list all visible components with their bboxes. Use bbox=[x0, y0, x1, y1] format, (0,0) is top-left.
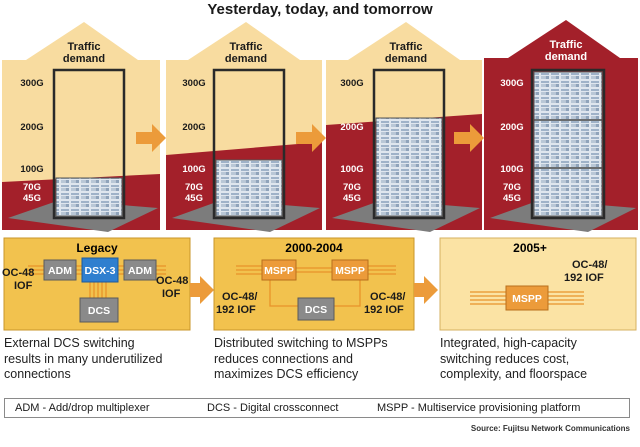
tick-label: 100G bbox=[340, 164, 363, 175]
oc-label: IOF bbox=[162, 288, 181, 300]
stage-4 bbox=[484, 20, 638, 232]
tick-label: 45G bbox=[23, 193, 41, 204]
description-2005-plus: Integrated, high-capacity switching redu… bbox=[440, 336, 636, 383]
arrow-label: Traffic bbox=[549, 39, 582, 51]
stage-1 bbox=[2, 22, 160, 232]
panel-2005-plus: 2005+ MSPP bbox=[439, 237, 637, 331]
rack-equipment bbox=[533, 71, 603, 217]
dcs-device bbox=[297, 297, 335, 321]
tick-label: 70G bbox=[343, 182, 361, 193]
legend-item-adm: ADM - Add/drop multiplexer bbox=[15, 402, 150, 414]
description-line: maximizes DCS efficiency bbox=[214, 367, 359, 381]
adm-label: ADM bbox=[48, 265, 72, 277]
panel-2000-2004: 2000-2004 MSPP MSPP DCS bbox=[213, 237, 415, 331]
oc-label: 192 IOF bbox=[364, 304, 404, 316]
tick-label: 200G bbox=[500, 122, 523, 133]
connector-arrow-2 bbox=[296, 124, 326, 152]
stage-2 bbox=[166, 22, 322, 232]
panel-title: 2000-2004 bbox=[285, 241, 343, 255]
dsx-device bbox=[81, 257, 119, 283]
rack-equipment bbox=[375, 117, 443, 217]
adm-label: ADM bbox=[128, 265, 152, 277]
description-line: connections bbox=[4, 367, 71, 381]
oc-label: IOF bbox=[14, 280, 33, 292]
tick-label: 45G bbox=[185, 193, 203, 204]
oc-label: OC-48 bbox=[156, 275, 188, 287]
connector-arrow-3 bbox=[454, 124, 484, 152]
traffic-arrow-light bbox=[2, 22, 160, 230]
figure-title: Yesterday, today, and tomorrow bbox=[207, 1, 433, 18]
dcs-label: DCS bbox=[88, 305, 110, 317]
rack-equipment bbox=[215, 159, 283, 217]
mspp-device bbox=[505, 285, 549, 311]
stage-3 bbox=[326, 22, 482, 232]
connector-arrow-panel-1 bbox=[190, 276, 214, 304]
connector-arrow-1 bbox=[136, 124, 166, 152]
description-line: Distributed switching to MSPPs bbox=[214, 336, 388, 350]
mspp-label: MSPP bbox=[264, 265, 294, 277]
tick-label: 300G bbox=[182, 78, 205, 89]
tick-label: 100G bbox=[20, 164, 43, 175]
tick-label: 45G bbox=[343, 193, 361, 204]
arrow-label: Traffic bbox=[389, 41, 422, 53]
tick-label: 70G bbox=[185, 182, 203, 193]
oc-label: OC-48/ bbox=[370, 291, 405, 303]
arrow-label: demand bbox=[63, 53, 105, 65]
arrow-label: Traffic bbox=[229, 41, 262, 53]
connector-arrow-panel-2 bbox=[414, 276, 438, 304]
arrow-label: demand bbox=[225, 53, 267, 65]
oc-label: OC-48/ bbox=[572, 259, 607, 271]
source-credit: Source: Fujitsu Network Communications bbox=[470, 424, 630, 433]
tick-label: 70G bbox=[503, 182, 521, 193]
tick-label: 100G bbox=[182, 164, 205, 175]
description-line: External DCS switching bbox=[4, 336, 135, 350]
legend-item-dcs: DCS - Digital crossconnect bbox=[207, 402, 339, 414]
rack-equipment bbox=[55, 177, 123, 217]
description-2000-2004: Distributed switching to MSPPs reduces c… bbox=[214, 336, 434, 383]
oc-label: OC-48/ bbox=[222, 291, 257, 303]
legend-bar: ADM - Add/drop multiplexer DCS - Digital… bbox=[4, 398, 630, 418]
panel-legacy: Legacy ADM DSX-3 ADM DCS bbox=[3, 237, 191, 331]
rack-frame bbox=[52, 68, 126, 220]
dcs-device bbox=[79, 297, 119, 323]
tick-label: 45G bbox=[503, 193, 521, 204]
description-line: results in many underutilized bbox=[4, 351, 163, 366]
description-line: complexity, and floorspace bbox=[440, 367, 588, 381]
tick-label: 200G bbox=[20, 122, 43, 133]
tick-label: 300G bbox=[500, 78, 523, 89]
panel-title: 2005+ bbox=[513, 241, 547, 255]
dsx-label: DSX-3 bbox=[85, 265, 116, 277]
adm-device bbox=[123, 259, 157, 281]
tick-label: 200G bbox=[182, 122, 205, 133]
mspp-device bbox=[331, 259, 369, 281]
legend-item-mspp: MSPP - Multiservice provisioning platfor… bbox=[377, 402, 581, 414]
tick-label: 300G bbox=[340, 78, 363, 89]
oc-label: 192 IOF bbox=[564, 272, 604, 284]
tick-label: 70G bbox=[23, 182, 41, 193]
description-line: Integrated, high-capacity bbox=[440, 336, 577, 350]
rack-frame bbox=[530, 68, 606, 220]
description-line: reduces connections and bbox=[214, 351, 353, 366]
description-legacy: External DCS switching results in many u… bbox=[4, 336, 204, 383]
mspp-label: MSPP bbox=[512, 293, 542, 305]
description-line: switching reduces cost, bbox=[440, 351, 570, 366]
dcs-label: DCS bbox=[305, 304, 327, 316]
arrow-label: Traffic bbox=[67, 41, 100, 53]
tick-label: 200G bbox=[340, 122, 363, 133]
tick-label: 100G bbox=[500, 164, 523, 175]
oc-label: 192 IOF bbox=[216, 304, 256, 316]
tick-label: 300G bbox=[20, 78, 43, 89]
mspp-device bbox=[261, 259, 297, 281]
arrow-label: demand bbox=[545, 51, 587, 63]
rack-frame bbox=[212, 68, 286, 220]
oc-label: OC-48 bbox=[2, 267, 34, 279]
mspp-label: MSPP bbox=[335, 265, 365, 277]
panel-title: Legacy bbox=[76, 241, 118, 255]
adm-device bbox=[43, 259, 77, 281]
rack-frame bbox=[372, 68, 446, 220]
arrow-label: demand bbox=[385, 53, 427, 65]
